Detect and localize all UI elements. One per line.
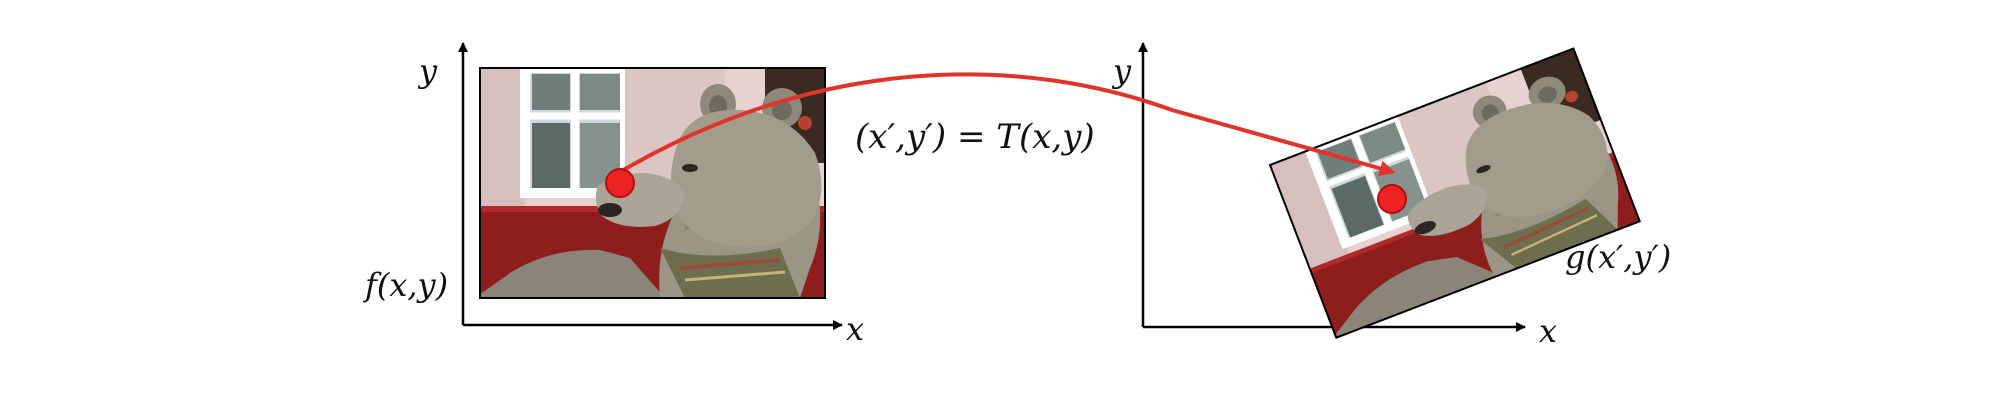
- left-x-axis-label: x: [846, 310, 864, 348]
- source-function-label: f(x,y): [363, 266, 448, 304]
- right-y-axis-label: y: [1111, 52, 1132, 90]
- source-image: [479, 67, 826, 299]
- target-image: [1268, 47, 1642, 340]
- transform-equation: (x′,y′) = T(x,y): [855, 117, 1095, 157]
- target-image-panel: [1268, 47, 1642, 340]
- right-x-axis-label: x: [1539, 312, 1557, 350]
- transform-arrow: [618, 72, 1396, 177]
- source-image-panel: [479, 67, 826, 299]
- target-point-marker: [1377, 184, 1407, 214]
- left-y-axis-label: y: [417, 52, 438, 90]
- target-function-label: g(x′,y′): [1565, 238, 1671, 276]
- source-point-marker: [605, 168, 635, 198]
